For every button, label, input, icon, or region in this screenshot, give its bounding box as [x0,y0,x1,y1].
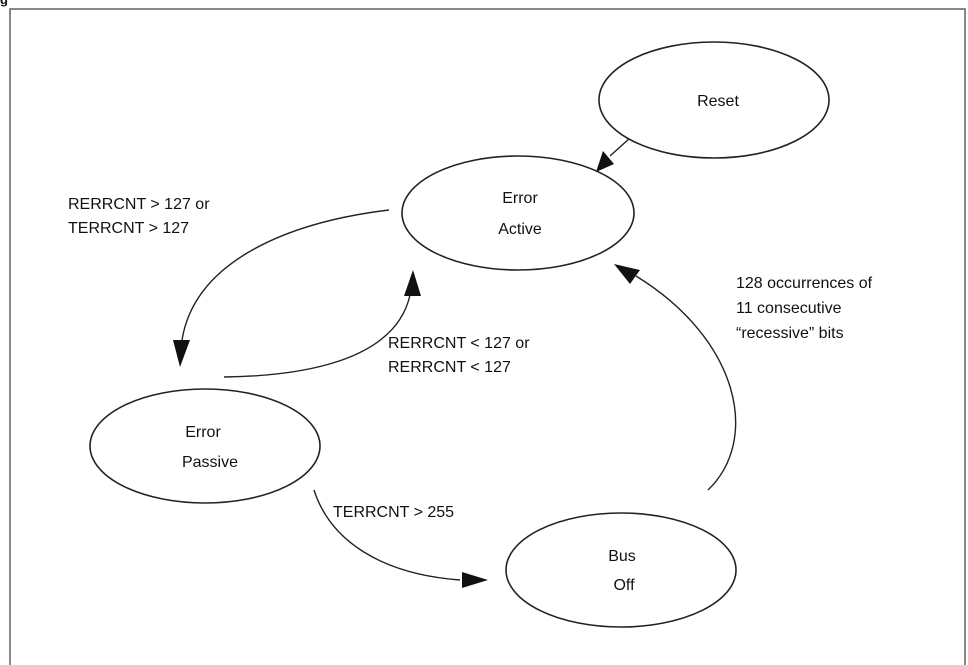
transition-busoff-to-active [614,264,737,491]
state-error-passive: Error Passive [89,388,321,504]
state-error-active: Error Active [401,155,635,271]
state-reset: Reset [598,41,830,159]
label-busoff-to-active: 128 occurrences of 11 consecutive “reces… [736,275,873,342]
transition-passive-to-busoff [313,489,488,588]
state-reset-label: Reset [697,93,739,110]
label-passive-to-busoff: TERRCNT > 255 [333,504,454,521]
state-bus-off: Bus Off [505,512,737,628]
state-error-active-line2: Active [498,221,542,238]
state-bus-off-line1: Bus [608,548,636,565]
transition-reset-to-active [596,137,631,172]
label-busoff-to-active-line3: “recessive” bits [736,325,844,342]
label-active-to-passive: RERRCNT > 127 or TERRCNT > 127 [68,196,210,237]
diagram-frame [9,8,966,665]
label-passive-to-active-line1: RERRCNT < 127 or [388,335,530,352]
state-error-passive-line2: Passive [182,454,238,471]
transition-passive-to-active [223,270,421,378]
label-busoff-to-active-line1: 128 occurrences of [736,275,873,292]
label-active-to-passive-line2: TERRCNT > 127 [68,220,189,237]
label-busoff-to-active-line2: 11 consecutive [736,300,842,317]
state-bus-off-line2: Off [613,577,635,594]
label-passive-to-busoff-line1: TERRCNT > 255 [333,504,454,521]
label-passive-to-active-line2: RERRCNT < 127 [388,359,511,376]
transition-active-to-passive [173,209,390,367]
figure-corner-label: g [0,0,8,7]
label-passive-to-active: RERRCNT < 127 or RERRCNT < 127 [388,335,530,376]
state-error-passive-line1: Error [185,424,221,441]
state-error-active-line1: Error [502,190,538,207]
label-active-to-passive-line1: RERRCNT > 127 or [68,196,210,213]
